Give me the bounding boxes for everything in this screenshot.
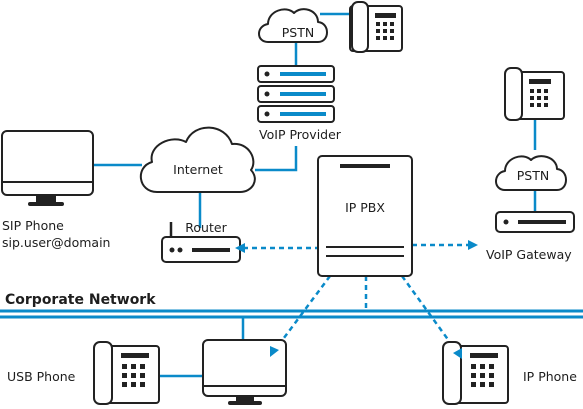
voip-gateway-icon [495, 211, 575, 233]
sip-phone-monitor-icon [1, 130, 94, 206]
arrowhead-gateway [468, 240, 478, 250]
internet-cloud-icon [140, 126, 256, 193]
sip-phone-address: sip.user@domain [2, 235, 110, 250]
router-label: Router [185, 220, 227, 235]
internet-label: Internet [173, 162, 223, 177]
arrowheads [235, 240, 478, 359]
corporate-network-bus [0, 309, 583, 319]
link-pbx-monitor [273, 275, 332, 351]
desk-phone-right-icon [504, 67, 565, 121]
voip-gateway-label: VoIP Gateway [486, 247, 572, 262]
ip-pbx-server-icon [317, 155, 413, 277]
voip-provider-server-icon [257, 65, 335, 123]
desk-phone-top-icon [349, 1, 403, 53]
pstn-top-cloud-icon [258, 8, 328, 43]
usb-phone-icon [93, 341, 160, 405]
link-provider-internet [255, 146, 298, 172]
corporate-monitor-icon [202, 339, 287, 405]
corporate-network-label: Corporate Network [5, 292, 156, 308]
arrowhead-monitor [270, 346, 279, 357]
pstn-right-cloud-icon [495, 155, 567, 191]
usb-phone-label: USB Phone [7, 369, 76, 384]
pstn-right-label: PSTN [517, 168, 549, 183]
arrowhead-router [235, 243, 245, 253]
link-pbx-ipphone [400, 275, 459, 353]
ip-phone-label: IP Phone [523, 369, 577, 384]
voip-provider-label: VoIP Provider [259, 127, 342, 142]
ip-pbx-label: IP PBX [345, 200, 385, 215]
arrowhead-ipphone [453, 348, 462, 359]
sip-phone-label: SIP Phone [2, 218, 64, 233]
router-icon [161, 222, 241, 263]
pstn-top-label: PSTN [282, 25, 314, 40]
ip-phone-icon [442, 341, 509, 405]
